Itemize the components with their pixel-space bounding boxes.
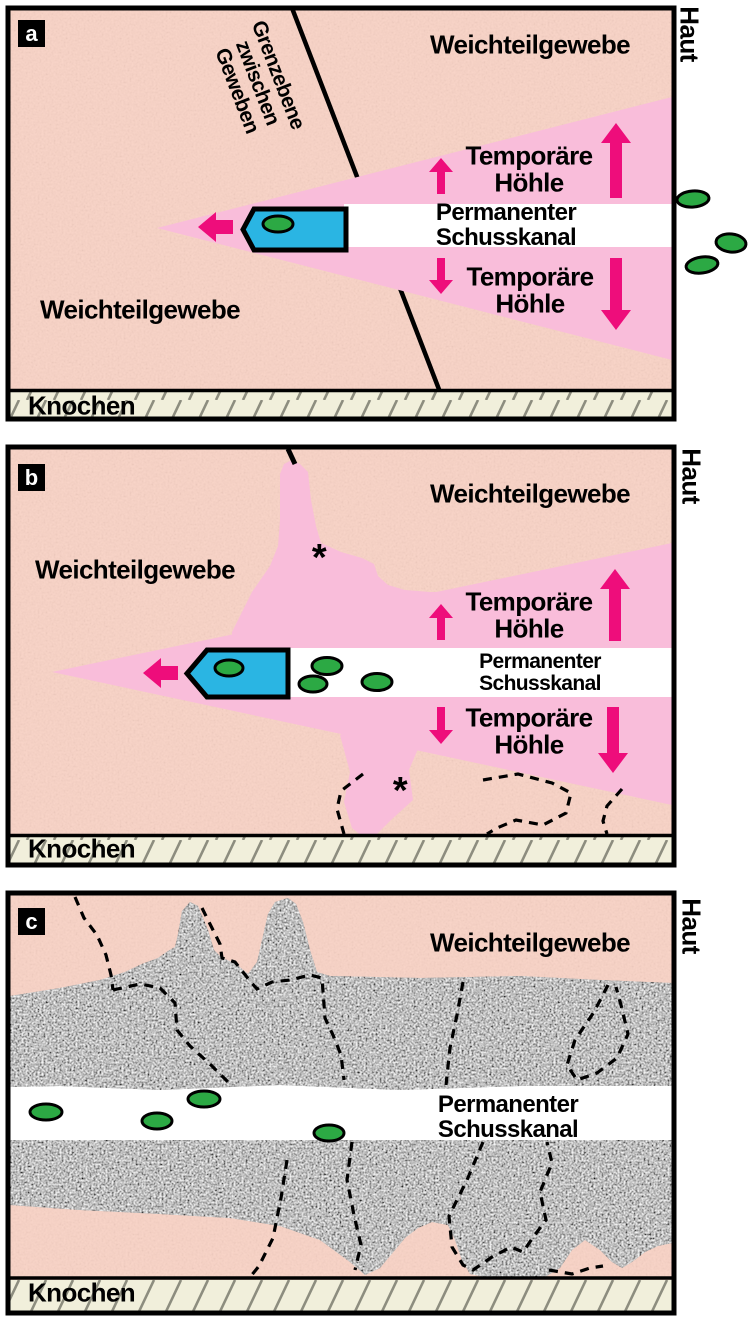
panel-a-temporary-cavity-label-bottom: Temporäre Höhle: [466, 261, 594, 319]
panel-c-tag: c: [18, 908, 45, 935]
panel-a-up-arrow-small-icon: [429, 158, 453, 194]
panel-c-dashed-line-6: [249, 1159, 289, 1277]
panel-a-exit-fragment-2: [714, 232, 748, 254]
panel-a-soft-tissue-label-top: Weichteilgewebe: [429, 29, 631, 60]
panel-b-cavity-extension-up: [232, 460, 450, 645]
panel-b-soft-tissue-label-left: Weichteilgewebe: [34, 554, 236, 585]
panel-b-bullet-core-fragment: [213, 658, 245, 678]
panel-b-temporary-cavity-label-top: Temporäre Höhle: [465, 586, 593, 644]
panel-b-up-arrow-large-icon: [600, 569, 630, 641]
panel-c-dashed-line-5: [565, 984, 630, 1082]
panel-c-channel-fragment-4: [312, 1123, 346, 1143]
panel-c-channel-fragment-2: [140, 1111, 174, 1131]
panel-b-asterisk-top: *: [311, 537, 327, 579]
panel-c-soft-tissue-label: Weichteilgewebe: [429, 927, 631, 958]
panel-b-down-arrow-small-icon: [429, 707, 453, 744]
panel-b-border: [5, 444, 677, 868]
panel-a-bone-strip: [10, 392, 672, 418]
panel-b-direction-arrow-icon: [143, 658, 178, 688]
panel-c-dashed-line-8: [447, 1141, 554, 1272]
panel-b-cavity-extension-down: [340, 720, 423, 837]
panel-c-dashed-line-7: [345, 1141, 363, 1271]
panel-a-temporary-cavity-label-top: Temporäre Höhle: [465, 140, 593, 198]
panel-b-devitalized-outline-2: [482, 772, 573, 836]
panel-c-bone-label: Knochen: [28, 1277, 136, 1308]
panel-b-skin-notch: [285, 449, 298, 466]
panel-b-permanent-channel-shape: [286, 648, 672, 697]
panel-b-channel-fragment-2: [297, 674, 329, 694]
panel-a-permanent-channel-label: Permanenter Schusskanal: [435, 198, 577, 251]
panel-b-temporary-cavity-label-bottom: Temporäre Höhle: [465, 702, 593, 760]
panel-c: [10, 895, 672, 1311]
panel-a-bullet: [240, 206, 349, 253]
panel-b-up-arrow-small-icon: [429, 604, 453, 640]
panel-c-dashed-line-1: [73, 896, 115, 991]
panel-a-soft-tissue-label-left: Weichteilgewebe: [39, 294, 241, 325]
panel-c-dashed-line-4: [444, 981, 465, 1086]
panel-c-dashed-line-9: [548, 1264, 604, 1276]
panel-b-devitalized-outline-1: [335, 772, 364, 835]
panel-a-down-arrow-large-icon: [601, 258, 631, 330]
panel-c-dashed-line-3: [200, 907, 346, 1081]
panel-a-down-arrow-small-icon: [429, 258, 453, 294]
panel-b-soft-tissue-label-top: Weichteilgewebe: [429, 478, 631, 509]
panel-c-skin-label: Haut: [676, 898, 707, 954]
panel-b-down-arrow-large-icon: [598, 707, 628, 773]
panel-c-channel-fragment-3: [186, 1089, 222, 1109]
panel-a-direction-arrow-icon: [198, 212, 233, 242]
panel-a-up-arrow-large-icon: [601, 123, 631, 198]
panel-b-asterisk-bottom: *: [392, 770, 408, 812]
panel-c-permanent-channel-label: Permanenter Schusskanal: [437, 1090, 579, 1143]
panel-c-dashed-line-2: [112, 982, 230, 1084]
panel-a-bullet-core-fragment: [261, 214, 295, 234]
panel-b: [10, 449, 672, 863]
panel-a-exit-fragment-1: [675, 189, 711, 209]
panel-b-channel-fragment-3: [360, 672, 394, 692]
panel-b-channel-fragment-1: [310, 656, 344, 676]
panel-c-border: [5, 890, 677, 1316]
panel-c-channel-fragment-1: [28, 1102, 64, 1122]
panel-b-bone-label: Knochen: [28, 833, 136, 864]
panel-a-skin-label: Haut: [674, 6, 705, 62]
panel-a-bone-label: Knochen: [28, 390, 136, 421]
panel-a-tag: a: [18, 20, 45, 47]
panel-a-permanent-channel-shape: [344, 204, 672, 247]
panel-c-bone-strip: [10, 1280, 672, 1311]
panel-a: [10, 10, 672, 418]
panel-a-border: [5, 5, 677, 422]
panel-b-permanent-channel-label: Permanenter Schusskanal: [479, 649, 601, 695]
panel-b-tag: b: [18, 464, 45, 491]
panel-b-skin-label: Haut: [676, 448, 707, 504]
panel-b-bone-strip: [10, 837, 672, 863]
panel-a-exit-fragment-3: [684, 255, 720, 275]
